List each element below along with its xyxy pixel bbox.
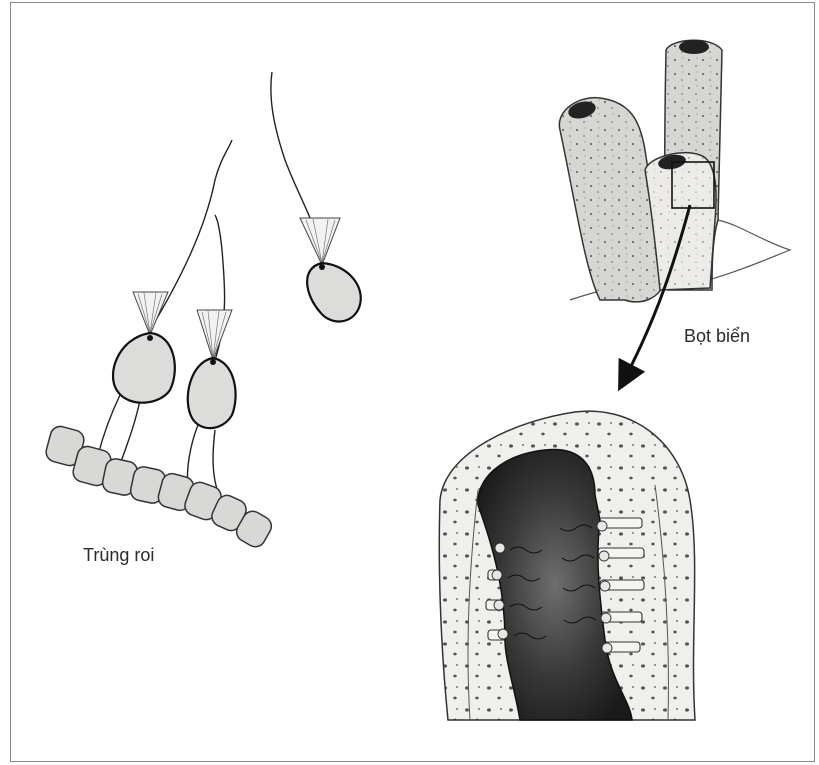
sponge-cross-section: [439, 411, 695, 720]
choanoflagellate-label: Trùng roi: [83, 545, 154, 566]
choanoflagellate-colony: [44, 72, 361, 550]
substrate-chain: [44, 424, 275, 550]
sponge-label: Bọt biển: [684, 326, 750, 347]
choanoflagellate-cell: [188, 215, 236, 428]
choanoflagellate-cell: [271, 72, 361, 322]
